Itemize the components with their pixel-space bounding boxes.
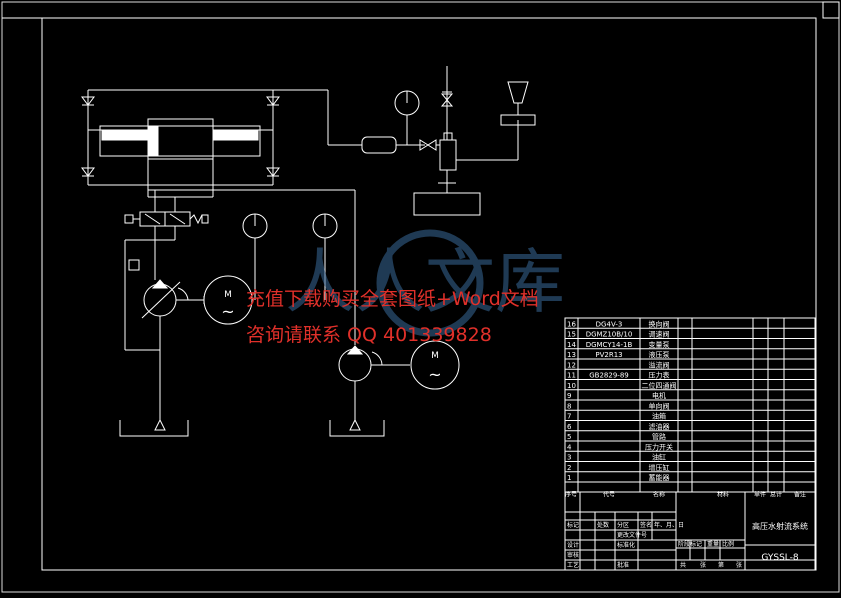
parts-row-code: PV2R13 [595, 351, 622, 359]
title-count-label: 处数 [597, 521, 609, 529]
parts-row-code: DG4V-3 [596, 320, 623, 328]
fixed-pump [338, 345, 410, 420]
parts-header-total-weight: 总计 [770, 490, 782, 498]
title-mark-label: 标记 [567, 521, 579, 529]
motor-1-wave: ~ [221, 302, 234, 321]
parts-row-name: 油箱 [652, 412, 666, 421]
pressure-gauge-1 [242, 213, 268, 300]
parts-row-number: 1 [567, 474, 571, 482]
title-approve-label: 批准 [617, 561, 629, 569]
parts-row-number: 12 [567, 361, 576, 369]
watermark-logo-circle [376, 229, 484, 337]
parts-row-name: 管路 [652, 432, 666, 441]
abrasive-hopper [500, 81, 536, 126]
drawing-number: GYSSL-8 [761, 553, 799, 563]
title-stage-label: 阶段标记 [678, 540, 702, 548]
parts-row-number: 14 [567, 341, 576, 349]
sheet-number-unit: 张 [736, 561, 742, 569]
parts-row-name: 压力开关 [645, 442, 673, 451]
parts-header-material: 材料 [717, 490, 729, 498]
workpiece [413, 182, 481, 216]
oil-tank-1 [119, 360, 189, 437]
parts-header-unit-weight: 单件 [754, 490, 766, 498]
parts-row-number: 3 [567, 454, 571, 462]
parts-header-code: 代号 [603, 490, 615, 498]
parts-row-name: 蓄能器 [649, 473, 670, 482]
parts-row-code: DGMCY14-1B [586, 341, 633, 349]
parts-row-name: 换向阀 [649, 319, 670, 328]
parts-row-number: 5 [567, 433, 571, 441]
inner-border [41, 17, 817, 571]
needle-valve [419, 139, 440, 151]
parts-row-name: 变量泵 [649, 340, 670, 349]
watermark-line-1: 充值下载购买全套图纸+Word文档 [246, 288, 539, 310]
motor-1-label: M [224, 290, 232, 300]
top-valve [440, 66, 454, 140]
parts-header-name: 名称 [653, 490, 665, 498]
parts-row-number: 13 [567, 351, 576, 359]
parts-row-name: 液压泵 [649, 350, 670, 359]
parts-row-number: 10 [567, 382, 576, 390]
parts-row-name: 滤油器 [649, 422, 670, 431]
parts-row-code: GB2829-89 [589, 372, 628, 380]
title-craft-label: 工艺 [567, 561, 579, 569]
sheet-number-label: 第 [718, 561, 724, 569]
nozzle-block [439, 120, 519, 193]
parts-row-name: 单向阀 [649, 401, 670, 410]
parts-row-number: 16 [567, 320, 576, 328]
parts-row-name: 压力表 [649, 371, 670, 380]
relief-valve [128, 259, 140, 271]
parts-row-name: 增压缸 [649, 463, 670, 472]
parts-row-number: 8 [567, 402, 571, 410]
parts-row-number: 4 [567, 443, 572, 451]
pressure-gauge-3 [394, 90, 420, 145]
motor-2 [410, 340, 460, 390]
oil-tank-2 [329, 418, 385, 437]
motor-1 [203, 275, 253, 325]
title-zone-label: 分区 [617, 521, 629, 529]
parts-header-no: 序号 [565, 490, 577, 498]
parts-row-name: 二位四通阀 [642, 381, 677, 390]
title-change-label: 更改文件号 [617, 531, 647, 539]
parts-list [564, 317, 816, 493]
parts-row-number: 9 [567, 392, 571, 400]
title-date-label: 年、月、日 [654, 521, 684, 529]
title-block [564, 491, 816, 571]
directional-valve [124, 211, 209, 227]
accumulator [361, 136, 425, 154]
parts-row-number: 7 [567, 413, 571, 421]
parts-row-number: 6 [567, 423, 572, 431]
sheet-total-label: 共 [680, 561, 686, 569]
title-scale-label: 比例 [722, 540, 734, 548]
parts-row-code: DGMZ10B/10 [586, 331, 633, 339]
watermark-logo-text: 人人文库 [285, 241, 565, 323]
title-design-label: 设计 [567, 541, 579, 549]
motor-2-wave: ~ [428, 365, 441, 384]
watermark-logo: 人人文库 [285, 229, 565, 337]
parts-row-name: 溢流阀 [649, 360, 670, 369]
sheet-total-unit: 张 [700, 561, 706, 569]
title-sign-label: 签名 [640, 521, 652, 529]
motor-2-label: M [431, 351, 439, 361]
title-review-label: 审核 [567, 551, 579, 559]
parts-row-name: 调速阀 [649, 330, 670, 339]
parts-row-name: 电机 [652, 391, 666, 400]
corner-mark [822, 1, 840, 19]
title-standard-label: 标准化 [617, 541, 635, 549]
watermark-line-2: 咨询请联系 QQ 401339828 [246, 324, 492, 346]
parts-row-number: 15 [567, 331, 576, 339]
parts-row-name: 油缸 [652, 453, 666, 462]
title-weight-label: 重量 [707, 540, 719, 548]
pressure-gauge-2 [312, 213, 338, 300]
parts-row-number: 11 [567, 372, 576, 380]
title-block-text: 标记 处数 分区 更改文件号 签名 年、月、日 设计 标准化 审核 工艺 批准 … [567, 521, 742, 569]
parts-header-remark: 备注 [794, 490, 806, 498]
parts-row-number: 2 [567, 464, 571, 472]
drawing-title: 高压水射流系统 [752, 521, 808, 531]
